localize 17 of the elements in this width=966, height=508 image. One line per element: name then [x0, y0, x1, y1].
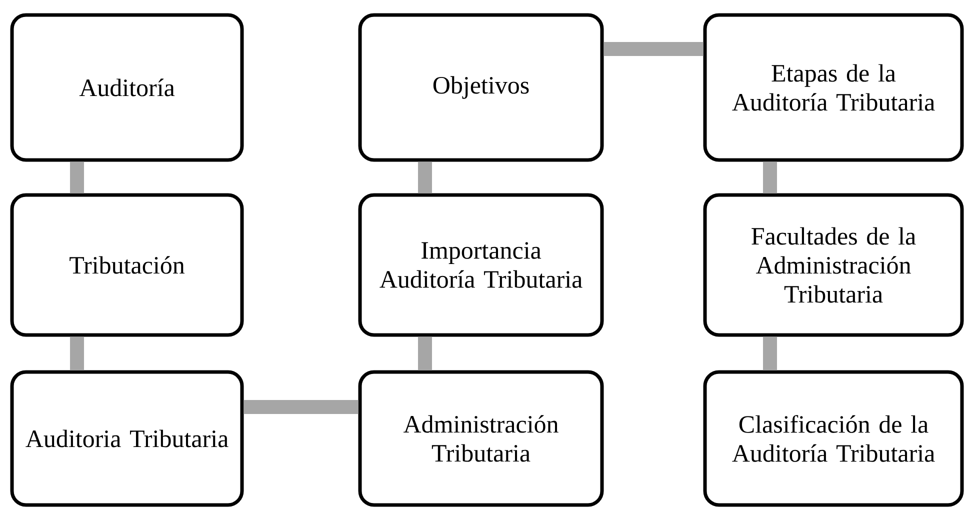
- process-box: Etapas de la Auditoría Tributaria: [703, 13, 964, 162]
- process-box: Auditoria Tributaria: [10, 370, 244, 507]
- connector-bar: [70, 162, 84, 194]
- connector-bar: [763, 336, 777, 370]
- process-box: Importancia Auditoría Tributaria: [358, 193, 604, 337]
- connector-bar: [418, 336, 432, 370]
- process-box: Tributación: [10, 193, 244, 337]
- connector-bar: [70, 336, 84, 370]
- process-box: Objetivos: [358, 13, 604, 162]
- connector-bar: [244, 400, 358, 414]
- process-box: Administración Tributaria: [358, 370, 604, 507]
- process-box: Clasificación de la Auditoría Tributaria: [703, 370, 964, 507]
- process-box: Auditoría: [10, 13, 244, 162]
- process-box: Facultades de la Administración Tributaria: [703, 193, 964, 337]
- connector-bar: [418, 162, 432, 194]
- connector-bar: [763, 162, 777, 194]
- connector-bar: [604, 42, 704, 56]
